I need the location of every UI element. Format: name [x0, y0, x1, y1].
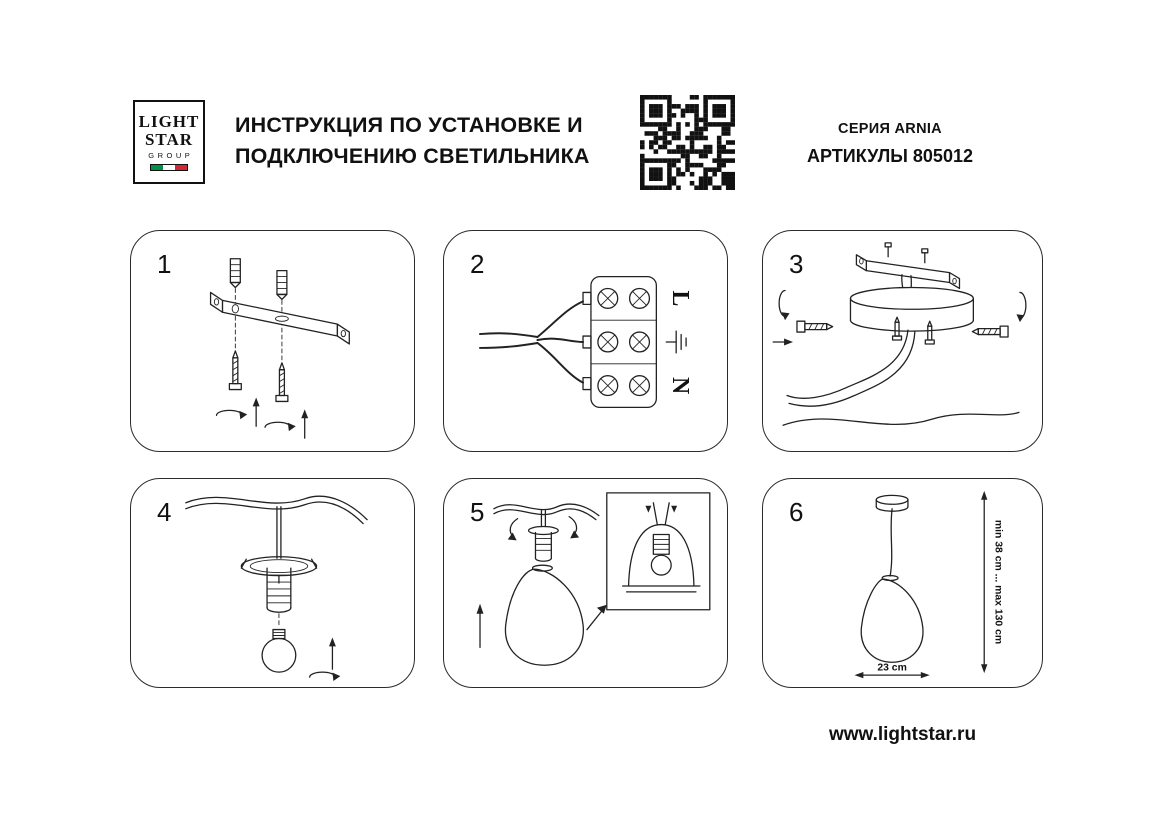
light-bulb-icon — [261, 628, 297, 673]
lamp-socket — [527, 525, 559, 562]
series-label: СЕРИЯ ARNIA — [838, 121, 942, 137]
title-line-1: ИНСТРУКЦИЯ ПО УСТАНОВКЕ И — [235, 113, 583, 137]
website-url: www.lightstar.ru — [828, 724, 977, 745]
line-wire-label: L — [667, 290, 693, 306]
wall-anchor-icon — [229, 258, 241, 289]
step-2-panel: 2 L — [443, 230, 728, 452]
mounting-bracket — [209, 291, 350, 345]
step-3-panel: 3 — [762, 230, 1043, 452]
rotate-arrow-icon — [264, 409, 309, 439]
logo-line-2: STAR — [144, 129, 194, 149]
product-info: СЕРИЯ ARNIA АРТИКУЛЫ 805012 — [770, 121, 1010, 167]
step-4-panel: 4 — [130, 478, 415, 688]
logo-line-1: LIGHT — [138, 112, 200, 132]
height-dimension: min 38 cm ... max 130 cm — [981, 490, 1004, 674]
step-3-number: 3 — [789, 249, 804, 279]
screw-icon — [228, 350, 242, 391]
canopy-screw-icon — [891, 316, 903, 341]
width-dimension-label: 23 cm — [877, 663, 906, 674]
width-dimension: 23 cm — [854, 663, 930, 679]
step-4-illustration — [185, 495, 368, 682]
logo-line-3: GROUP — [148, 150, 194, 160]
lamp-shade — [860, 574, 924, 663]
pendant-cord — [276, 506, 282, 559]
step-1-panel: 1 — [130, 230, 415, 452]
up-arrow-icon — [476, 603, 484, 649]
screw-icon — [275, 362, 289, 403]
step-2-illustration: L N — [478, 275, 693, 409]
italian-flag-icon — [150, 163, 188, 171]
step-1-illustration — [209, 258, 350, 439]
canopy-screw-icon — [924, 320, 935, 345]
ceiling-cable — [493, 503, 600, 521]
lamp-shade — [504, 564, 584, 666]
step-6-panel: 6 min 38 cm ... max 130 cm 23 cm — [762, 478, 1043, 688]
rotate-arrow-icon — [215, 397, 260, 427]
step-5-number: 5 — [470, 497, 485, 527]
page-title: ИНСТРУКЦИЯ ПО УСТАНОВКЕ И ПОДКЛЮЧЕНИЮ СВ… — [235, 110, 590, 171]
lamp-socket — [266, 567, 292, 613]
ceiling-cable — [185, 495, 368, 525]
neutral-wire-label: N — [667, 377, 693, 394]
pendant-cord — [889, 508, 893, 577]
mounting-ring — [240, 556, 318, 584]
terminal-block — [582, 275, 657, 409]
step-6-illustration: min 38 cm ... max 130 cm 23 cm — [854, 490, 1004, 679]
earth-ground-icon — [665, 330, 687, 354]
pendant-cord — [540, 510, 547, 528]
qr-code — [640, 95, 735, 190]
step-3-illustration — [772, 242, 1027, 426]
title-line-2: ПОДКЛЮЧЕНИЮ СВЕТИЛЬНИКА — [235, 143, 590, 168]
lightstar-logo: LIGHT STAR GROUP — [133, 100, 205, 184]
article-number: АРТИКУЛЫ 805012 — [807, 146, 973, 166]
hanging-wires — [782, 329, 1020, 426]
side-screw-icon — [772, 289, 834, 346]
side-screw-icon — [971, 291, 1027, 338]
height-dimension-label: min 38 cm ... max 130 cm — [993, 520, 1004, 644]
detail-inset — [606, 492, 711, 611]
turn-arrow-icon — [507, 515, 580, 541]
step-5-illustration — [476, 492, 711, 666]
canopy — [849, 286, 974, 332]
step-5-panel: 5 — [443, 478, 728, 688]
step-6-number: 6 — [789, 497, 804, 527]
power-cable — [478, 300, 585, 384]
rotate-arrow-icon — [308, 637, 341, 682]
wall-anchor-icon — [276, 269, 288, 301]
ceiling-bracket — [855, 242, 961, 290]
step-4-number: 4 — [157, 497, 172, 527]
zoom-arrow-icon — [586, 604, 607, 631]
step-1-number: 1 — [157, 249, 172, 279]
step-2-number: 2 — [470, 249, 485, 279]
